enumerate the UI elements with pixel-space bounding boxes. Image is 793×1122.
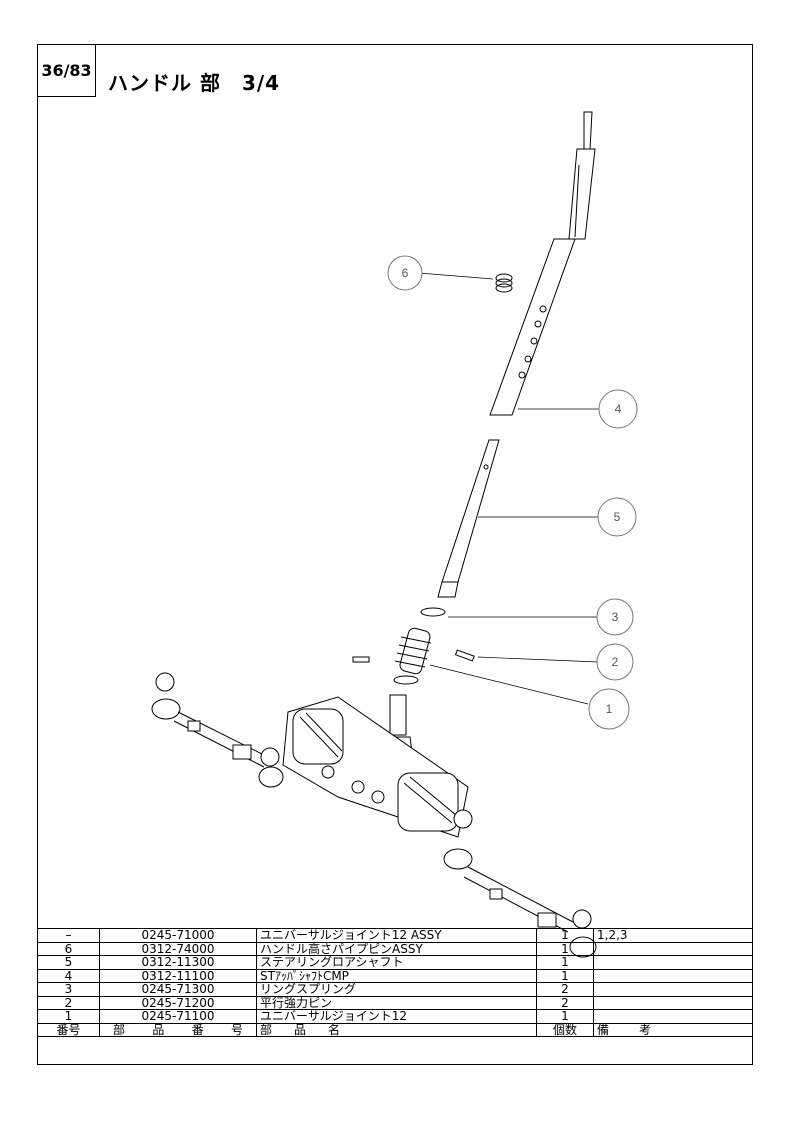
leader-lines <box>418 272 599 705</box>
cell-num: 4 <box>37 968 100 983</box>
cell-num: 3 <box>37 982 100 997</box>
cell-code: 0312-11100 <box>99 968 257 983</box>
cell-note <box>593 982 753 997</box>
header-name: 部 品 名 <box>256 1022 537 1037</box>
callout-4: 4 <box>598 389 638 429</box>
lower-steering-shaft <box>437 439 500 598</box>
cell-code: 0312-74000 <box>99 941 257 956</box>
cell-num: 5 <box>37 955 100 970</box>
svg-text:5: 5 <box>614 510 621 524</box>
parallel-pin-left <box>352 656 370 663</box>
cell-name: ステアリングロアシャフト <box>256 955 537 970</box>
ring-spring-lower <box>393 675 419 685</box>
cell-code: 0245-71300 <box>99 982 257 997</box>
cell-qty: 1 <box>536 968 594 983</box>
cell-note <box>593 968 753 983</box>
header-note: 備 考 <box>593 1022 753 1037</box>
page-title: ハンドル 部 3/4 <box>108 71 281 95</box>
cell-qty: 1 <box>536 941 594 956</box>
callout-2: 2 <box>596 643 634 681</box>
cell-qty: 1 <box>536 928 594 943</box>
cell-note <box>593 1009 753 1024</box>
cell-num: – <box>37 928 100 943</box>
cell-name: 平行強力ピン <box>256 995 537 1010</box>
cell-code: 0245-71200 <box>99 995 257 1010</box>
callout-1: 1 <box>588 688 630 730</box>
svg-text:2: 2 <box>612 655 619 669</box>
svg-text:1: 1 <box>606 702 613 716</box>
cell-note <box>593 941 753 956</box>
cell-name: ユニバーサルジョイント12 ASSY <box>256 928 537 943</box>
cell-note <box>593 955 753 970</box>
header-num: 番号 <box>37 1022 100 1037</box>
universal-joint <box>394 627 432 675</box>
tie-rod-left <box>151 672 284 788</box>
cell-num: 2 <box>37 995 100 1010</box>
svg-text:3: 3 <box>612 610 619 624</box>
cell-code: 0312-11300 <box>99 955 257 970</box>
callout-3: 3 <box>596 598 634 636</box>
cell-num: 6 <box>37 941 100 956</box>
svg-text:6: 6 <box>402 266 409 280</box>
cell-note <box>593 995 753 1010</box>
page-number: 36/83 <box>38 45 96 97</box>
cell-qty: 2 <box>536 982 594 997</box>
steering-gearbox <box>282 694 469 838</box>
header-qty: 個数 <box>536 1022 594 1037</box>
ring-spring-upper <box>420 607 446 617</box>
callout-5: 5 <box>597 497 637 537</box>
callout-6: 6 <box>387 255 423 291</box>
table-header-row: 番号 部 品 番 号 部 品 名 個数 備 考 <box>37 1022 753 1037</box>
upper-steering-shaft <box>489 111 596 416</box>
cell-name: ハンドル高さパイプピンASSY <box>256 941 537 956</box>
cell-qty: 2 <box>536 995 594 1010</box>
cell-note: 1,2,3 <box>593 928 753 943</box>
cell-code: 0245-71000 <box>99 928 257 943</box>
cell-name: リングスプリング <box>256 982 537 997</box>
parallel-pin-right <box>454 649 475 662</box>
exploded-parts-diagram: 6 4 5 3 2 1 <box>151 111 638 958</box>
cell-name: STｱｯﾊﾟｼｬﾌﾄCMP <box>256 968 537 983</box>
cell-code: 0245-71100 <box>99 1009 257 1024</box>
svg-text:4: 4 <box>615 402 622 416</box>
cell-qty: 1 <box>536 1009 594 1024</box>
pipe-pin-assy <box>495 273 513 293</box>
cell-name: ユニバーサルジョイント12 <box>256 1009 537 1024</box>
cell-qty: 1 <box>536 955 594 970</box>
header-code: 部 品 番 号 <box>99 1022 257 1037</box>
cell-num: 1 <box>37 1009 100 1024</box>
page-frame: 36/83 ハンドル 部 3/4 <box>37 44 753 1065</box>
